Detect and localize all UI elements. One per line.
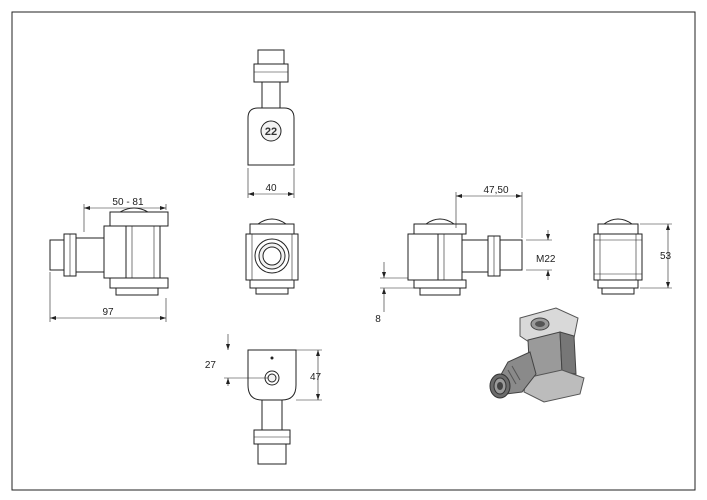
dim-bottom-height: 47 [310,372,322,383]
dim-offset: 47,50 [483,185,508,196]
drawing-border [11,11,696,491]
isometric-render [489,307,585,403]
top-view: 22 40 [247,49,295,198]
dim-gap: 8 [375,314,381,325]
left-view: 50 - 81 97 [49,197,169,322]
front-view [245,218,299,295]
size-badge [260,120,282,142]
far-right-view: 53 [593,218,672,295]
dim-total: 97 [102,307,114,318]
dim-top-width: 40 [265,183,277,194]
dim-thread: M22 [536,254,556,265]
dim-range: 50 - 81 [112,197,144,208]
bottom-view: 27 47 [205,334,322,465]
dim-height: 53 [660,251,672,262]
dim-inner: 27 [205,360,217,371]
size-badge-text: 22 [265,126,277,138]
right-view: 47,50 M22 8 [375,185,556,325]
